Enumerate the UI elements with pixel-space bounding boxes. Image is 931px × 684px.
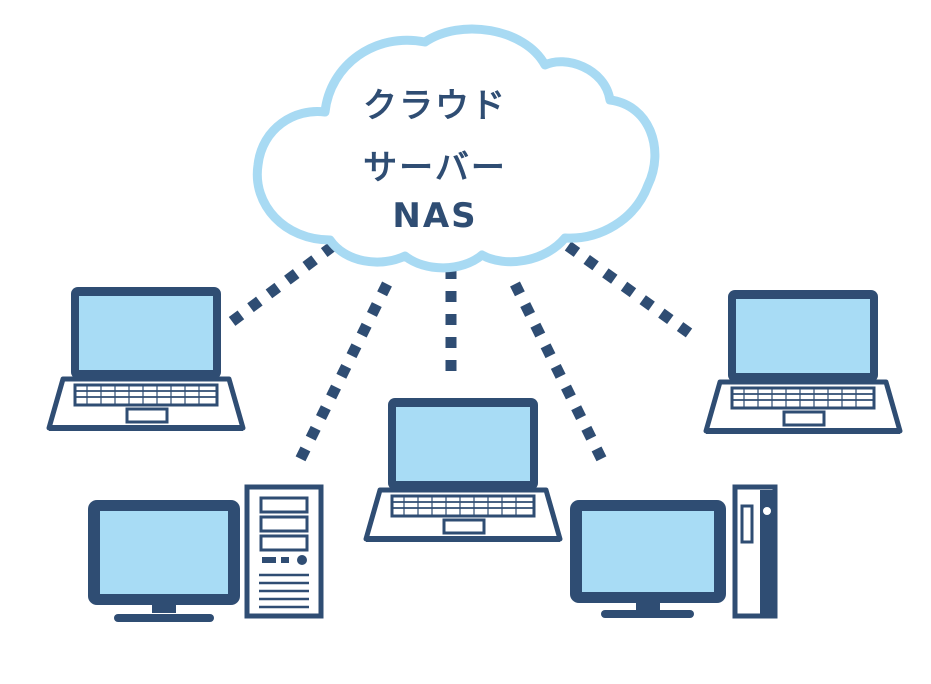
cloud-label-line-1: クラウド	[363, 86, 507, 126]
cloud-label-line-2: サーバー	[363, 148, 507, 188]
cloud-label-line-3: NAS	[392, 196, 478, 236]
desktop-right-icon	[570, 484, 778, 619]
cloud-icon	[252, 24, 660, 273]
link-desktop-left	[291, 281, 392, 471]
link-desktop-right	[510, 281, 611, 471]
laptop-left-icon	[49, 287, 243, 428]
desktop-left-icon	[88, 484, 324, 622]
connection-lines	[222, 241, 700, 471]
laptop-center-icon	[366, 398, 560, 539]
link-laptop-right	[564, 241, 700, 343]
laptop-right-icon	[706, 290, 900, 431]
link-laptop-left	[222, 241, 337, 331]
